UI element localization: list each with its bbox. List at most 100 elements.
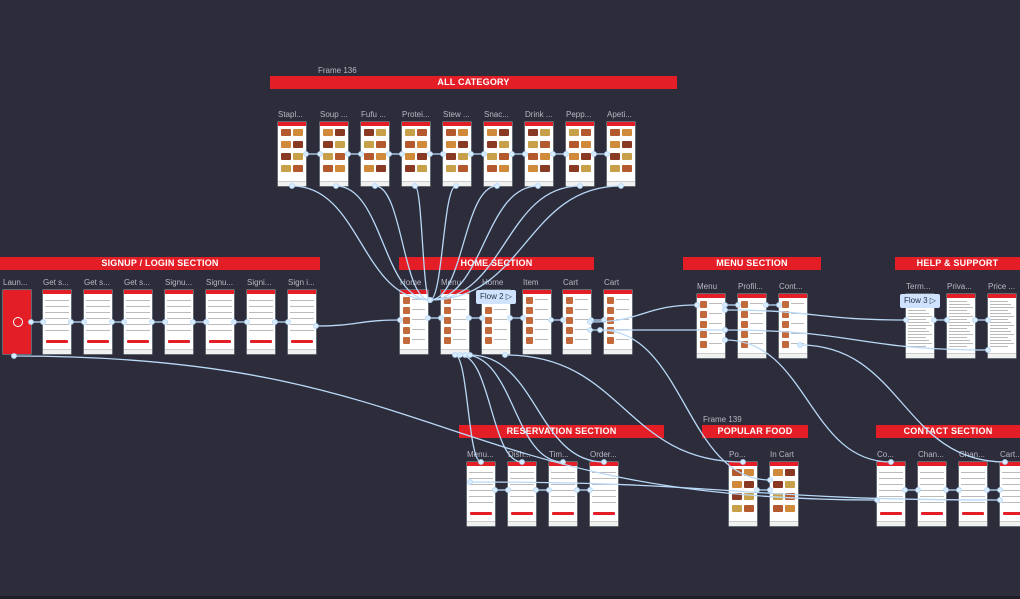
reservation-screen-thumbnail[interactable] xyxy=(508,462,536,526)
home-screen-title[interactable]: Home xyxy=(400,278,422,287)
contact-screen-thumbnail[interactable] xyxy=(1000,462,1020,526)
menu-screen-thumbnail[interactable] xyxy=(738,294,766,358)
contact-screen-title[interactable]: Co... xyxy=(877,450,894,459)
signup-screen-title[interactable]: Signu... xyxy=(165,278,193,287)
signup-screen-thumbnail[interactable] xyxy=(43,290,71,354)
home-screen-thumbnail[interactable] xyxy=(604,290,632,354)
category-screen-title[interactable]: Stapl... xyxy=(278,110,303,119)
section-help-support[interactable]: HELP & SUPPORT xyxy=(895,257,1020,270)
category-screen-thumbnail[interactable] xyxy=(525,122,553,186)
section-reservation[interactable]: RESERVATION SECTION xyxy=(459,425,664,438)
reservation-screen-thumbnail[interactable] xyxy=(467,462,495,526)
home-screen-thumbnail[interactable] xyxy=(523,290,551,354)
signup-screen-thumbnail[interactable] xyxy=(84,290,112,354)
connection-node[interactable] xyxy=(427,297,433,303)
signup-to-home-wire[interactable] xyxy=(315,319,401,327)
reservation-screen-title[interactable]: Order... xyxy=(590,450,617,459)
menu-screen-title[interactable]: Profil... xyxy=(738,282,763,291)
reservation-screen-title[interactable]: Tim... xyxy=(549,450,569,459)
home-to-popular-wire[interactable] xyxy=(504,354,744,463)
help-screen-title[interactable]: Price ... xyxy=(988,282,1016,291)
signup-screen-thumbnail[interactable] xyxy=(124,290,152,354)
category-screen-thumbnail[interactable] xyxy=(402,122,430,186)
home-to-reservation-wire[interactable] xyxy=(454,354,482,463)
flow-3-chip[interactable]: Flow 3 ▷ xyxy=(900,294,940,308)
category-screen-thumbnail[interactable] xyxy=(566,122,594,186)
popular-screen-title[interactable]: In Cart xyxy=(770,450,795,459)
section-contact[interactable]: CONTACT SECTION xyxy=(876,425,1020,438)
frame-136-label[interactable]: Frame 136 xyxy=(318,66,357,75)
connection-node[interactable] xyxy=(427,297,433,303)
section-popular-food[interactable]: POPULAR FOOD xyxy=(702,425,808,438)
help-screen-title[interactable]: Term... xyxy=(906,282,931,291)
signup-screen-title[interactable]: Signu... xyxy=(206,278,234,287)
signup-screen-thumbnail[interactable] xyxy=(165,290,193,354)
menu-screen-title[interactable]: Menu xyxy=(697,282,718,291)
home-screen-thumbnail[interactable] xyxy=(400,290,428,354)
reservation-screen-thumbnail[interactable] xyxy=(590,462,618,526)
contact-screen-title[interactable]: Chan... xyxy=(959,450,985,459)
contact-screen-title[interactable]: Chan... xyxy=(918,450,944,459)
signup-screen-title[interactable]: Get s... xyxy=(84,278,110,287)
category-screen-title[interactable]: Drink ... xyxy=(525,110,553,119)
category-screen-title[interactable]: Pepp... xyxy=(566,110,592,119)
connection-node[interactable] xyxy=(427,297,433,303)
help-screen-thumbnail[interactable] xyxy=(988,294,1016,358)
popular-screen-title[interactable]: Po... xyxy=(729,450,746,459)
section-signup-login[interactable]: SIGNUP / LOGIN SECTION xyxy=(0,257,320,270)
category-screen-title[interactable]: Stew ... xyxy=(443,110,470,119)
reservation-screen-title[interactable]: Menu... xyxy=(467,450,494,459)
signup-screen-title[interactable]: Sign i... xyxy=(288,278,315,287)
category-screen-thumbnail[interactable] xyxy=(361,122,389,186)
contact-screen-title[interactable]: Cart... xyxy=(1000,450,1020,459)
category-screen-thumbnail[interactable] xyxy=(278,122,306,186)
connection-node[interactable] xyxy=(427,297,433,303)
signup-screen-title[interactable]: Get s... xyxy=(43,278,69,287)
connection-wire[interactable] xyxy=(469,354,605,463)
menu-screen-thumbnail[interactable] xyxy=(697,294,725,358)
signup-screen-title[interactable]: Laun... xyxy=(3,278,28,287)
popular-screen-thumbnail[interactable] xyxy=(729,462,757,526)
category-screen-thumbnail[interactable] xyxy=(607,122,635,186)
connection-node[interactable] xyxy=(597,327,603,333)
connection-node[interactable] xyxy=(427,297,433,303)
help-screen-title[interactable]: Priva... xyxy=(947,282,972,291)
connection-node[interactable] xyxy=(427,297,433,303)
section-home[interactable]: HOME SECTION xyxy=(399,257,594,270)
signup-screen-title[interactable]: Get s... xyxy=(124,278,150,287)
category-screen-thumbnail[interactable] xyxy=(484,122,512,186)
connection-node[interactable] xyxy=(427,297,433,303)
flow-2-chip[interactable]: Flow 2 ▷ xyxy=(476,290,516,304)
menu-screen-thumbnail[interactable] xyxy=(779,294,807,358)
signup-screen-thumbnail[interactable] xyxy=(3,290,31,354)
home-screen-title[interactable]: Item xyxy=(523,278,539,287)
category-screen-thumbnail[interactable] xyxy=(443,122,471,186)
category-screen-title[interactable]: Snac... xyxy=(484,110,509,119)
signup-screen-thumbnail[interactable] xyxy=(206,290,234,354)
category-screen-thumbnail[interactable] xyxy=(320,122,348,186)
home-screen-title[interactable]: Home xyxy=(482,278,504,287)
signup-screen-thumbnail[interactable] xyxy=(247,290,275,354)
section-menu[interactable]: MENU SECTION xyxy=(683,257,821,270)
contact-screen-thumbnail[interactable] xyxy=(918,462,946,526)
connection-node[interactable] xyxy=(427,297,433,303)
connection-wire[interactable] xyxy=(464,354,564,463)
home-screen-thumbnail[interactable] xyxy=(563,290,591,354)
connection-wire[interactable] xyxy=(799,344,1006,463)
reservation-screen-thumbnail[interactable] xyxy=(549,462,577,526)
home-screen-title[interactable]: Cart xyxy=(563,278,579,287)
category-screen-title[interactable]: Apeti... xyxy=(607,110,632,119)
home-screen-title[interactable]: Menu xyxy=(441,278,462,287)
connection-wire[interactable] xyxy=(459,354,523,463)
popular-screen-thumbnail[interactable] xyxy=(770,462,798,526)
connection-node[interactable] xyxy=(11,353,17,359)
section-all-category[interactable]: ALL CATEGORY xyxy=(270,76,677,89)
frame-139-label[interactable]: Frame 139 xyxy=(703,415,742,424)
home-screen-title[interactable]: Cart xyxy=(604,278,620,287)
signup-screen-title[interactable]: Signi... xyxy=(247,278,272,287)
category-screen-title[interactable]: Fufu ... xyxy=(361,110,386,119)
signup-screen-thumbnail[interactable] xyxy=(288,290,316,354)
contact-screen-thumbnail[interactable] xyxy=(877,462,905,526)
connection-node[interactable] xyxy=(427,297,433,303)
